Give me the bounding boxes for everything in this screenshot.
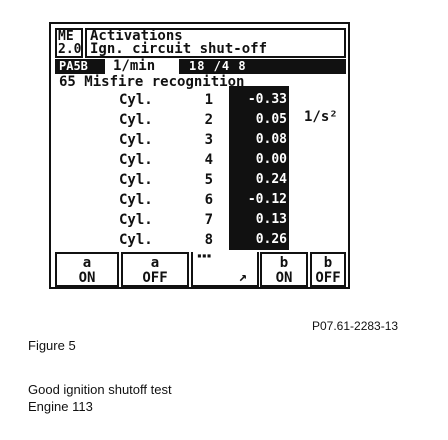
softkey-arrow[interactable]: ▪▪▪ ↗ [191, 252, 259, 287]
cylinder-label: Cyl. [119, 152, 153, 168]
cylinder-number: 5 [204, 172, 213, 188]
cylinder-value: -0.33 [247, 92, 287, 107]
softkey-a-on[interactable]: a ON [55, 252, 119, 287]
caption-line-1: Good ignition shutoff test [28, 382, 172, 397]
cylinder-number: 8 [204, 232, 213, 248]
system-version: 2.0 [58, 42, 82, 57]
system-id-box: ME 2.0 [55, 28, 83, 58]
softkey-top-label: b [323, 255, 333, 271]
status-bar: PA5B 1/min 18 /4 8 [55, 59, 346, 74]
caption-line-2: Engine 113 [28, 399, 93, 414]
cylinder-row: Cyl. 5 0.24 [51, 170, 348, 190]
softkey-bottom-label: ON [78, 270, 96, 286]
section-heading: 65 Misfire recognition [59, 75, 244, 90]
cylinder-number: 3 [204, 132, 213, 148]
tester-screen: ME 2.0 Activations Ign. circuit shut-off… [49, 22, 350, 289]
cylinder-label: Cyl. [119, 92, 153, 108]
cylinder-value: -0.12 [247, 192, 287, 207]
softkey-b-off[interactable]: b OFF [310, 252, 346, 287]
title-line-2: Ign. circuit shut-off [90, 41, 268, 57]
cylinder-number: 2 [204, 112, 213, 128]
dotted-marker-icon: ▪▪▪ [197, 251, 212, 260]
title-line-1: Activations [90, 28, 183, 44]
system-name: ME [58, 29, 74, 44]
section-label: Misfire recognition [84, 74, 245, 90]
cylinder-label: Cyl. [119, 172, 153, 188]
cylinder-value: 0.13 [255, 212, 287, 227]
cylinder-value: 0.00 [255, 152, 287, 167]
cylinder-number: 1 [204, 92, 213, 108]
cylinder-value: 0.26 [255, 232, 287, 247]
cylinder-row: Cyl. 3 0.08 [51, 130, 348, 150]
figure-label: Figure 5 [28, 338, 76, 353]
cylinder-number: 6 [204, 192, 213, 208]
section-code: 65 [59, 74, 76, 90]
softkey-top-label: a [82, 255, 92, 271]
softkey-bar: a ON a OFF ▪▪▪ ↗ b ON b OFF [55, 252, 346, 287]
selected-unit-tab[interactable]: 1/min [105, 59, 181, 74]
softkey-b-on[interactable]: b ON [260, 252, 308, 287]
cylinder-label: Cyl. [119, 232, 153, 248]
title-box: Activations Ign. circuit shut-off [85, 28, 346, 58]
cylinder-number: 7 [204, 212, 213, 228]
cylinder-row: Cyl. 6 -0.12 [51, 190, 348, 210]
cylinder-value: 0.24 [255, 172, 287, 187]
status-left: PA5B [59, 59, 88, 73]
cylinder-label: Cyl. [119, 192, 153, 208]
status-right: 18 /4 8 [189, 59, 247, 73]
softkey-bottom-label: OFF [142, 270, 168, 286]
cylinder-value: 0.08 [255, 132, 287, 147]
arrow-icon: ↗ [238, 269, 247, 285]
cylinder-row: Cyl. 2 0.05 [51, 110, 348, 130]
cylinder-number: 4 [204, 152, 213, 168]
values-column [229, 86, 289, 250]
figure-reference: P07.61-2283-13 [312, 319, 399, 333]
cylinder-value: 0.05 [255, 112, 287, 127]
unit-label: 1/s² [304, 109, 338, 125]
cylinder-list: Cyl. 1 -0.33 Cyl. 2 0.05 Cyl. 3 0.08 Cyl… [51, 90, 348, 250]
cylinder-row: Cyl. 1 -0.33 [51, 90, 348, 110]
cylinder-label: Cyl. [119, 212, 153, 228]
cylinder-label: Cyl. [119, 112, 153, 128]
cylinder-label: Cyl. [119, 132, 153, 148]
cylinder-row: Cyl. 4 0.00 [51, 150, 348, 170]
softkey-top-label: a [150, 255, 160, 271]
softkey-bottom-label: OFF [315, 270, 341, 286]
softkey-top-label: b [279, 255, 289, 271]
cylinder-row: Cyl. 7 0.13 [51, 210, 348, 230]
cylinder-row: Cyl. 8 0.26 [51, 230, 348, 250]
softkey-bottom-label: ON [275, 270, 293, 286]
softkey-a-off[interactable]: a OFF [121, 252, 189, 287]
